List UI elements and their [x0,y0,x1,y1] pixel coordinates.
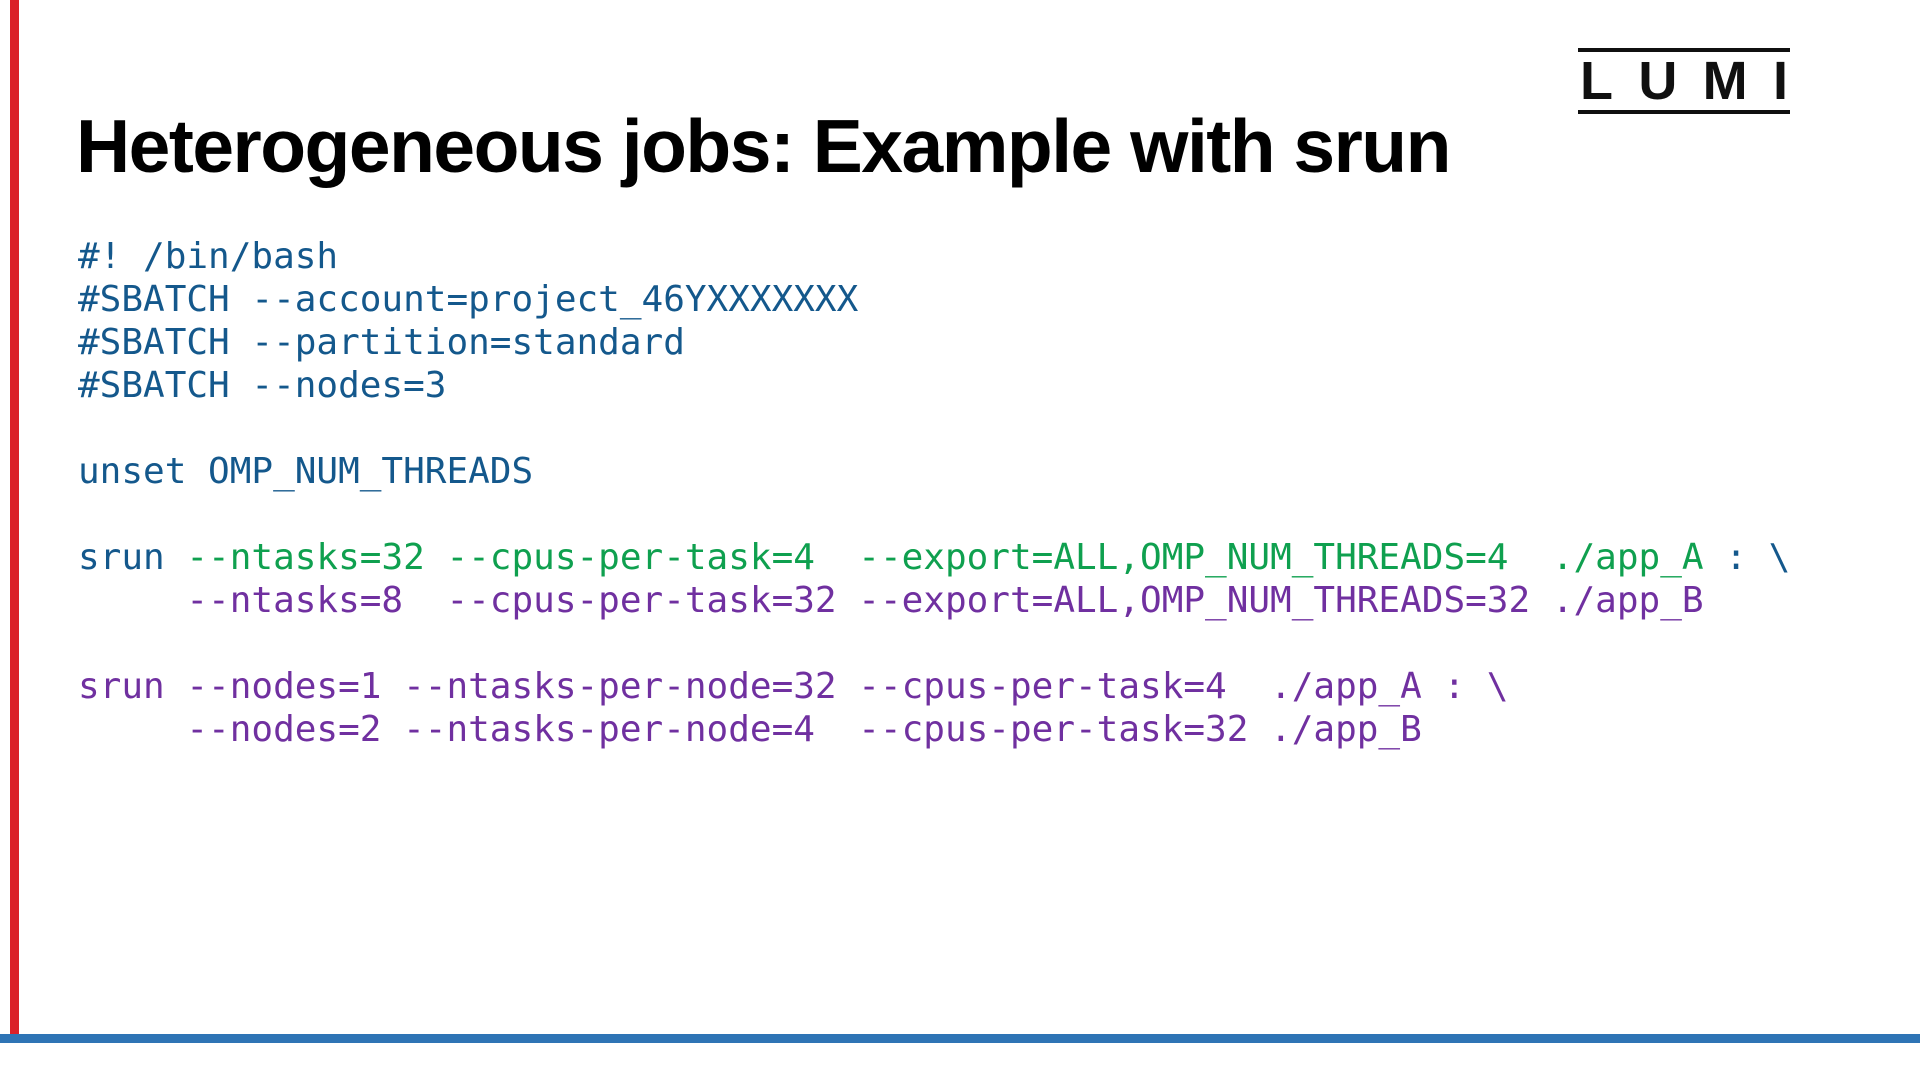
code-segment: srun --nodes=1 --ntasks-per-node=32 --cp… [78,666,1509,707]
code-segment: srun [78,537,187,578]
code-segment: --ntasks=8 --cpus-per-task=32 --export=A… [78,580,1704,621]
code-line: #! /bin/bash [78,235,1790,278]
lumi-logo-letter: U [1638,51,1678,111]
code-segment: #SBATCH --account=project_46YXXXXXXX [78,279,859,320]
code-line: #SBATCH --account=project_46YXXXXXXX [78,278,1790,321]
code-segment: #! /bin/bash [78,236,339,277]
code-segment: unset OMP_NUM_THREADS [78,451,534,492]
code-segment: --ntasks=32 --cpus-per-task=4 --export=A… [186,537,1704,578]
lumi-logo-letter: I [1772,51,1788,111]
code-segment: --nodes=2 --ntasks-per-node=4 --cpus-per… [78,709,1422,750]
code-segment: #SBATCH --partition=standard [78,322,685,363]
lumi-logo: L U M I [1578,48,1790,114]
lumi-logo-letter: M [1702,51,1748,111]
slide-title: Heterogeneous jobs: Example with srun [76,104,1451,189]
code-line [78,407,1790,450]
left-accent-bar [10,0,19,1034]
code-line [78,622,1790,665]
code-line: #SBATCH --nodes=3 [78,364,1790,407]
bottom-accent-bar [0,1034,1920,1043]
code-line: --ntasks=8 --cpus-per-task=32 --export=A… [78,579,1790,622]
lumi-logo-letter: L [1580,51,1613,111]
code-line: --nodes=2 --ntasks-per-node=4 --cpus-per… [78,708,1790,751]
code-line [78,493,1790,536]
code-block: #! /bin/bash#SBATCH --account=project_46… [78,235,1790,751]
code-line: unset OMP_NUM_THREADS [78,450,1790,493]
code-segment: #SBATCH --nodes=3 [78,365,447,406]
code-line: #SBATCH --partition=standard [78,321,1790,364]
code-line: srun --ntasks=32 --cpus-per-task=4 --exp… [78,536,1790,579]
code-line: srun --nodes=1 --ntasks-per-node=32 --cp… [78,665,1790,708]
lumi-logo-letters: L U M I [1578,52,1790,110]
code-segment: : \ [1703,537,1791,578]
